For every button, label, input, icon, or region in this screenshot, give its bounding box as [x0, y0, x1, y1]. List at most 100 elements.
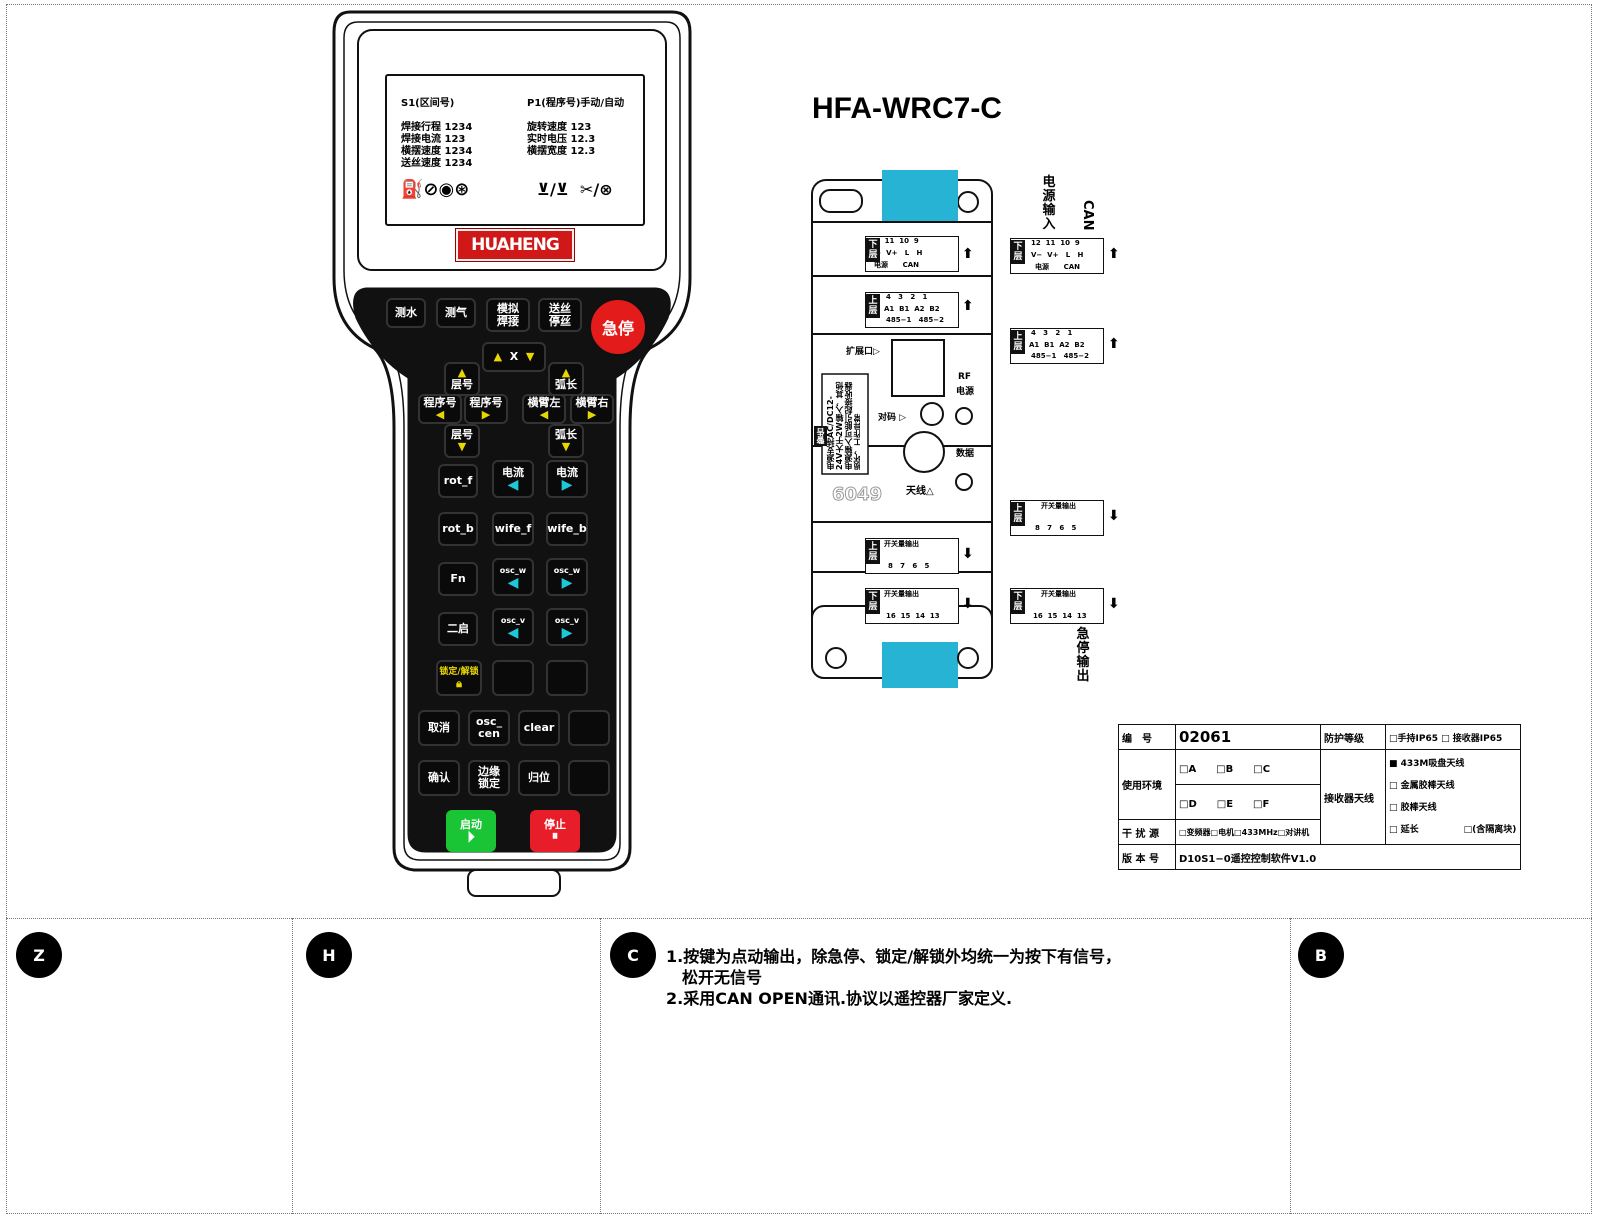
screen-left-line: 送丝速度 1234 [401, 158, 473, 169]
arc-down-button[interactable]: 弧长▼ [548, 424, 584, 458]
clear-button[interactable]: clear [518, 710, 560, 746]
arrow-up-icon: ⬆ [962, 246, 974, 262]
rot-b-button[interactable]: rot_b [438, 512, 478, 546]
start-button[interactable]: 启动 ⏵ [446, 810, 496, 852]
screen-right-line: 实时电压 12.3 [527, 134, 596, 145]
layer-down-label: 层号 [451, 428, 473, 441]
osc-w-up-label: osc_w [553, 566, 581, 575]
version-label: 版 本 号 [1118, 844, 1176, 870]
terminal-groups: 电源 CAN [874, 261, 920, 269]
terminal-head: 开关量输出 [884, 540, 919, 548]
code-label: 编 号 [1118, 724, 1176, 750]
home-button[interactable]: 归位 [518, 760, 560, 796]
arm-left-label: 横臂左 [527, 396, 561, 409]
antenna-option: □ 延长 □(含隔离块) [1389, 825, 1517, 835]
pair-label: 对码 ▷ [878, 413, 907, 423]
screen-left-line: 横摆速度 1234 [401, 146, 473, 157]
terminal-groups: 电源 CAN [1035, 263, 1081, 271]
arm-right-label: 横臂右 [575, 396, 609, 409]
test-water-button[interactable]: 测水 [386, 298, 426, 328]
model-title: HFA-WRC7-C [812, 92, 1002, 125]
terminal-labels: A1 B1 A2 B2 [1029, 341, 1085, 349]
sim-weld-button[interactable]: 模拟 焊接 [486, 298, 530, 332]
confirm-button[interactable]: 确认 [418, 760, 460, 796]
zone-divider [600, 918, 601, 1214]
x-axis-button[interactable]: ▲ X ▼ [482, 342, 546, 372]
arrow-down-icon: ⬇ [1108, 596, 1120, 612]
layer-up-button[interactable]: ▲层号 [444, 362, 480, 396]
arm-left-button[interactable]: 横臂左◀ [522, 394, 566, 424]
rot-f-button[interactable]: rot_f [438, 464, 478, 498]
wife-b-button[interactable]: wife_b [546, 512, 588, 546]
osc-v-up-button[interactable]: osc_v▶ [546, 608, 588, 646]
screen-p1: P1(程序号)手动/自动 [527, 98, 625, 109]
lock-unlock-button[interactable]: 锁定/解锁 🔒︎ [436, 660, 482, 696]
rf-label: RF [958, 372, 972, 382]
blank-key[interactable] [492, 660, 534, 696]
edge-lock-button[interactable]: 边缘 锁定 [468, 760, 510, 796]
antenna-option: □ 金属胶棒天线 [1389, 781, 1455, 791]
arrow-down-icon: ⬇ [962, 546, 974, 562]
interference-value: □变频器□电机□433MHz□对讲机 [1175, 819, 1321, 845]
down-triangle-icon: ▼ [561, 440, 571, 453]
blank-key[interactable] [568, 760, 610, 796]
pause-icon: ⏸ [551, 829, 559, 844]
arrow-up-icon: ⬆ [1108, 336, 1120, 352]
test-gas-button[interactable]: 测气 [436, 298, 476, 328]
data-led-label: 数据 [956, 449, 975, 459]
note-line: 松开无信号 [666, 968, 763, 987]
osc-v-down-button[interactable]: osc_v◀ [492, 608, 534, 646]
terminal-numbers: 16 15 14 13 [886, 612, 940, 620]
layer-tag: 上层 [1011, 330, 1025, 354]
terminal-head: 开关量输出 [1041, 590, 1076, 598]
can-label: CAN [1080, 200, 1095, 231]
layer-up-label: 层号 [451, 378, 473, 391]
terminal-head: 开关量输出 [884, 590, 919, 598]
osc-cen-button[interactable]: osc_ cen [468, 710, 510, 746]
antenna-options: ■ 433M吸盘天线 □ 金属胶棒天线 □ 胶棒天线 □ 延长 □(含隔离块) [1385, 749, 1521, 845]
wire-label-1: 送丝 [549, 301, 571, 315]
stop-button[interactable]: 停止 ⏸ [530, 810, 580, 852]
callout-485: 4 3 2 1 A1 B1 A2 B2 485−1 485−2 [1010, 328, 1104, 364]
protect-value: □手持IP65 □ 接收器IP65 [1385, 724, 1521, 750]
start-label: 启动 [460, 818, 482, 831]
layer-down-button[interactable]: 层号▼ [444, 424, 480, 458]
blank-key[interactable] [568, 710, 610, 746]
arm-right-button[interactable]: 横臂右▶ [570, 394, 614, 424]
note-line: 1.按键为点动输出，除急停、锁定/解锁外均统一为按下有信号， [666, 947, 1122, 966]
play-icon: ⏵ [467, 828, 475, 846]
current-down-button[interactable]: 电流◀ [492, 460, 534, 498]
estop-output-label: 急停输出 [1076, 627, 1090, 684]
notes: 1.按键为点动输出，除急停、锁定/解锁外均统一为按下有信号， 松开无信号 2.采… [666, 946, 1121, 1009]
down-triangle-icon: ▼ [525, 350, 535, 363]
layer-tag: 下层 [866, 238, 880, 262]
x-label: X [509, 350, 519, 363]
antenna-label: 天线△ [906, 486, 934, 497]
spec-table: 编 号 02061 防护等级 □手持IP65 □ 接收器IP65 使用环境 □A… [1118, 724, 1521, 870]
terminal-numbers: 8 7 6 5 [888, 562, 930, 570]
arc-up-label: 弧长 [555, 378, 577, 391]
terminal-switch-lower: 开关量输出 16 15 14 13 [865, 588, 959, 624]
fn-button[interactable]: Fn [438, 562, 478, 596]
second-start-button[interactable]: 二启 [438, 612, 478, 646]
layer-tag: 下层 [1011, 590, 1025, 614]
program-next-button[interactable]: 程序号▶ [464, 394, 508, 424]
status-icons-left: ⛽⊘◉⊛ [401, 179, 470, 200]
right-triangle-icon: ▶ [561, 575, 573, 591]
interference-label: 干 扰 源 [1118, 819, 1176, 845]
current-up-label: 电流 [556, 466, 578, 479]
zone-divider [292, 918, 293, 1214]
emergency-stop-button[interactable]: 急停 [589, 298, 647, 356]
terminal-groups: 485−1 485−2 [1031, 352, 1090, 360]
blank-key[interactable] [546, 660, 588, 696]
current-up-button[interactable]: 电流▶ [546, 460, 588, 498]
zone-divider [6, 918, 1592, 919]
cancel-button[interactable]: 取消 [418, 710, 460, 746]
wife-f-button[interactable]: wife_f [492, 512, 534, 546]
osc-w-up-button[interactable]: osc_w▶ [546, 558, 588, 596]
program-prev-button[interactable]: 程序号◀ [418, 394, 462, 424]
arc-up-button[interactable]: ▲弧长 [548, 362, 584, 396]
wire-feed-button[interactable]: 送丝 停丝 [538, 298, 582, 332]
callout-power-can: 12 11 10 9 V− V+ L H 电源 CAN [1010, 238, 1104, 274]
osc-w-down-button[interactable]: osc_w◀ [492, 558, 534, 596]
